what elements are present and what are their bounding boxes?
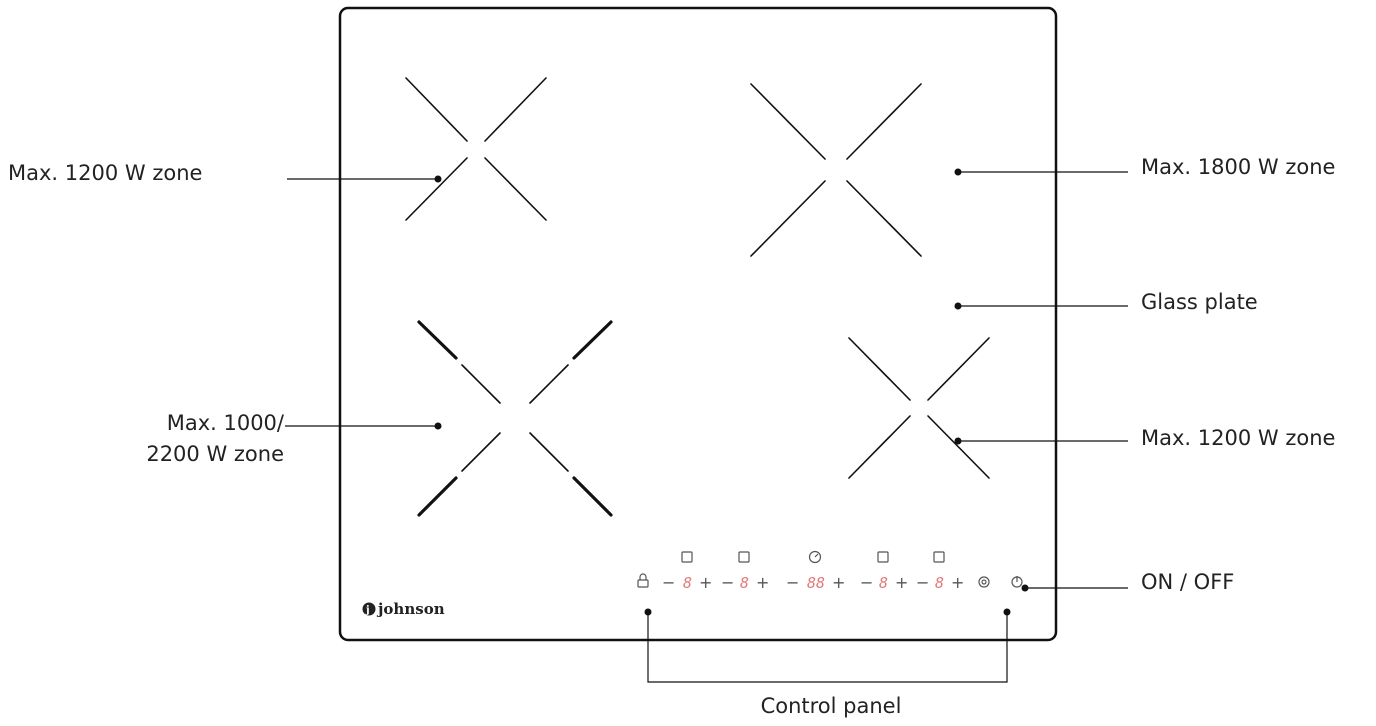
zone-indicator-icons [681,550,945,564]
zone4-plus-button[interactable]: + [951,573,964,592]
cooking-zone-bottom-right [848,337,990,479]
control-panel: − 8 + − 8 + − 88 + − 8 + − 8 + [637,573,1023,592]
brand-name: johnson [376,600,445,618]
label-control-panel: Control panel [761,694,902,718]
zone1-minus-button[interactable]: − [662,573,675,592]
cooking-zone-top-left [405,77,547,221]
zone2-plus-button[interactable]: + [756,573,769,592]
lock-icon[interactable] [637,573,649,588]
label-zone-bottom-right: Max. 1200 W zone [1141,426,1335,450]
zone1-plus-button[interactable]: + [699,573,712,592]
zone-icon-front-right [877,551,889,563]
zone3-minus-button[interactable]: − [860,573,873,592]
label-zone-bottom-left-line2: 2200 W zone [146,442,284,466]
cooking-zone-top-right [750,83,922,257]
zone3-plus-button[interactable]: + [895,573,908,592]
cooking-zone-bottom-left [417,320,613,517]
zone-icon-rear-right [933,551,945,563]
label-glass-plate: Glass plate [1141,290,1258,314]
leader-lines [285,168,1128,683]
timer-display: 88 [807,574,825,592]
svg-text:j: j [365,605,370,616]
zone2-minus-button[interactable]: − [721,573,734,592]
zone4-minus-button[interactable]: − [916,573,929,592]
zone-icon-rear-left [681,551,693,563]
label-zone-bottom-left-line1: Max. 1000/ [167,411,285,435]
timer-icon [808,550,822,564]
label-on-off: ON / OFF [1141,570,1234,594]
zone3-display: 8 [879,574,888,592]
timer-plus-button[interactable]: + [832,573,845,592]
label-zone-top-left: Max. 1200 W zone [8,161,202,185]
label-zone-top-right: Max. 1800 W zone [1141,155,1335,179]
cooktop-glass-outline [338,6,1058,642]
boost-icon[interactable] [978,576,990,588]
power-icon[interactable] [1011,576,1023,588]
timer-minus-button[interactable]: − [786,573,799,592]
zone1-display: 8 [683,574,692,592]
zone4-display: 8 [935,574,944,592]
johnson-logo: j johnson [362,600,445,618]
zone2-display: 8 [740,574,749,592]
zone-icon-front-left [738,551,750,563]
